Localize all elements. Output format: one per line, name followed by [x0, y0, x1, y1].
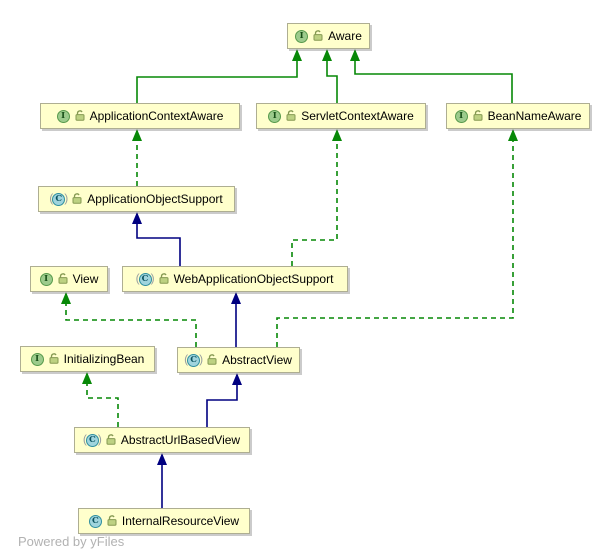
lock-icon [472, 109, 484, 121]
node-label: View [72, 272, 99, 286]
edge-abstractView-implements-view [61, 292, 197, 347]
lock-icon [48, 352, 60, 364]
edge-webApplicationObjectSupport-implements-servletContextAware [291, 129, 342, 266]
interface-icon: I [454, 109, 468, 123]
abstract-paren-close: ) [150, 271, 155, 285]
abstract-class-icon: (C) [82, 432, 102, 447]
edge-servletContextAware-interface-extends-aware [322, 49, 338, 103]
lock-icon [106, 514, 118, 526]
node-label: AbstractView [222, 353, 292, 367]
node-label: BeanNameAware [487, 109, 582, 123]
class-icon: C [88, 514, 102, 528]
node-label: InitializingBean [63, 352, 145, 366]
node-label: AbstractUrlBasedView [120, 433, 241, 447]
abstract-paren-open: ( [82, 432, 87, 446]
interface-icon: I [268, 109, 282, 123]
abstract-paren-close: ) [199, 352, 204, 366]
edge-webApplicationObjectSupport-extends-applicationObjectSupport [132, 212, 181, 266]
class-node-view[interactable]: I View [30, 266, 108, 292]
lock-icon [57, 272, 69, 284]
class-node-applicationObjectSupport[interactable]: (C) ApplicationObjectSupport [38, 186, 235, 212]
class-node-internalResourceView[interactable]: C InternalResourceView [78, 508, 250, 534]
edge-abstractUrlBasedView-extends-abstractView [206, 373, 242, 427]
interface-icon: I [295, 29, 309, 43]
lock-icon [158, 272, 170, 284]
lock-icon [206, 353, 218, 365]
class-node-abstractView[interactable]: (C) AbstractView [177, 347, 300, 373]
edge-abstractView-implements-beanNameAware [276, 129, 518, 347]
node-label: Aware [328, 29, 362, 43]
lock-icon [285, 109, 297, 121]
node-label: ApplicationObjectSupport [87, 192, 223, 206]
edge-abstractUrlBasedView-implements-initializingBean [82, 372, 119, 427]
class-node-initializingBean[interactable]: I InitializingBean [20, 346, 155, 372]
node-label: WebApplicationObjectSupport [173, 272, 334, 286]
lock-icon [71, 192, 83, 204]
node-label: InternalResourceView [121, 514, 240, 528]
interface-icon: I [30, 352, 44, 366]
yfiles-watermark: Powered by yFiles [18, 534, 125, 549]
class-node-applicationContextAware[interactable]: I ApplicationContextAware [40, 103, 240, 129]
abstract-paren-close: ) [97, 432, 102, 446]
class-node-webApplicationObjectSupport[interactable]: (C) WebApplicationObjectSupport [122, 266, 348, 292]
class-node-abstractUrlBasedView[interactable]: (C) AbstractUrlBasedView [74, 427, 250, 453]
class-node-aware[interactable]: I Aware [287, 23, 370, 49]
abstract-paren-open: ( [49, 191, 54, 205]
interface-icon: I [39, 272, 53, 286]
lock-icon [105, 433, 117, 445]
class-node-servletContextAware[interactable]: I ServletContextAware [256, 103, 426, 129]
abstract-paren-close: ) [64, 191, 69, 205]
abstract-paren-open: ( [135, 271, 140, 285]
abstract-class-icon: (C) [184, 352, 204, 367]
class-node-beanNameAware[interactable]: I BeanNameAware [446, 103, 590, 129]
interface-icon: I [56, 109, 70, 123]
lock-icon [312, 29, 324, 41]
abstract-class-icon: (C) [135, 271, 155, 286]
abstract-paren-open: ( [184, 352, 189, 366]
edge-beanNameAware-interface-extends-aware [350, 49, 513, 103]
abstract-class-icon: (C) [49, 191, 69, 206]
node-label: ApplicationContextAware [89, 109, 224, 123]
edge-applicationContextAware-interface-extends-aware [136, 49, 302, 103]
lock-icon [74, 109, 86, 121]
node-label: ServletContextAware [301, 109, 414, 123]
